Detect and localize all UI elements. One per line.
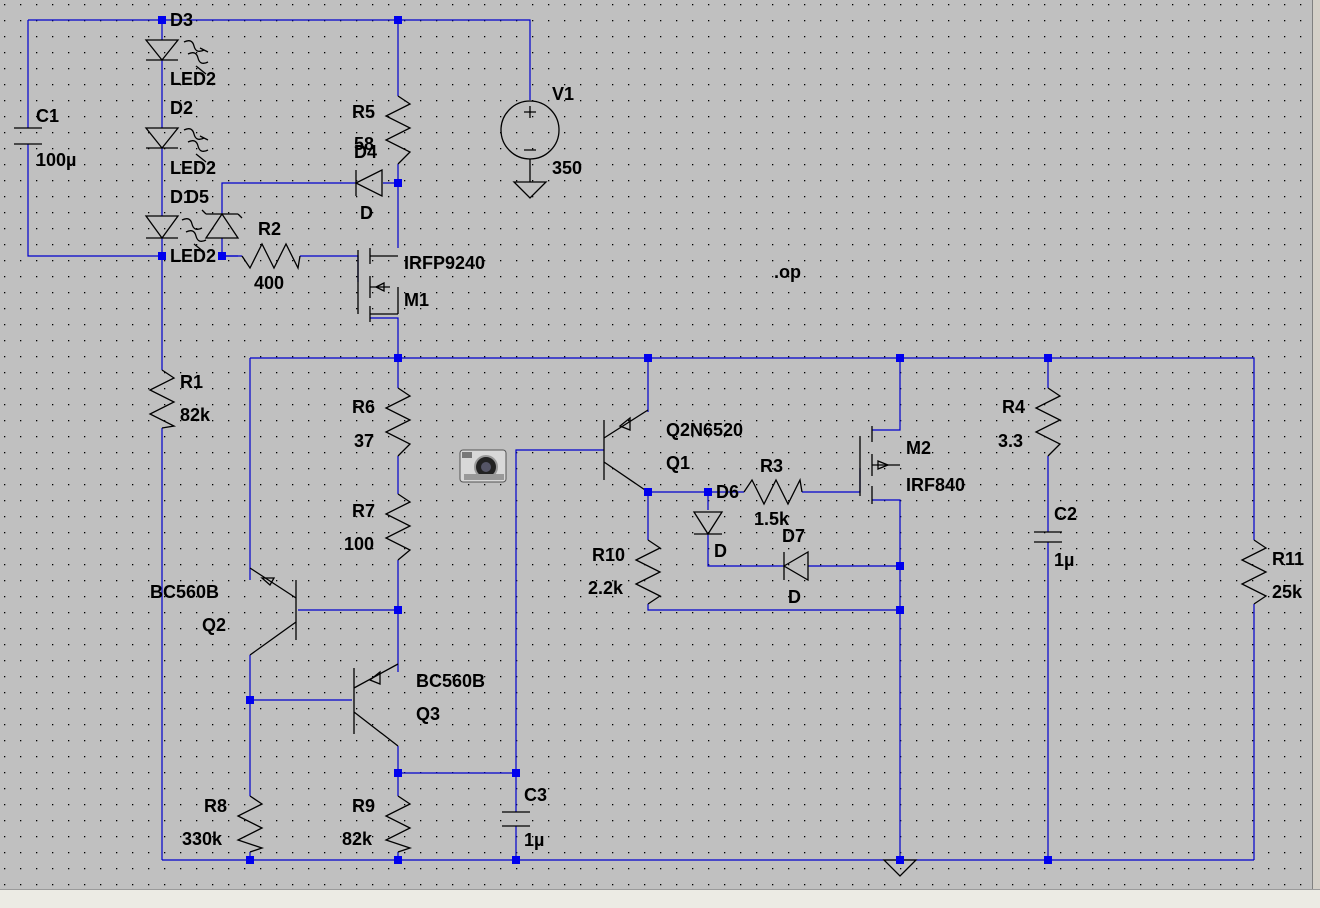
diode-d6[interactable] [692,511,724,536]
label-r6-ref: R6 [352,397,375,417]
resistor-r3[interactable] [743,477,803,506]
led-d2[interactable] [144,127,209,163]
label-r1-value: 82k [180,405,211,425]
label-directive-op: .op [774,262,801,282]
label-m2-ref: M2 [906,438,931,458]
label-c2-value: 1µ [1054,550,1074,570]
label-r4-value: 3.3 [998,431,1023,451]
diode-d4[interactable] [354,168,383,198]
zener-d5[interactable] [201,209,243,239]
resistor-r5[interactable] [384,95,412,165]
capacitor-c1[interactable] [14,127,42,145]
label-d2-ref: D2 [170,98,193,118]
camera-icon[interactable] [459,449,507,483]
window-right-edge [1312,0,1320,889]
label-d1-ref: D1 [170,187,193,207]
resistor-r10[interactable] [634,539,662,605]
label-v1-value: 350 [552,158,582,178]
label-q3-value: BC560B [416,671,485,691]
pnp-q1[interactable] [603,409,649,493]
label-d6-value: D [714,541,727,561]
pnp-q2[interactable] [249,567,297,656]
label-d7-ref: D7 [782,526,805,546]
labels: D3 LED2 D2 LED2 D1 D5 LED2 C1 100µ R5 58… [36,10,1304,850]
label-d6-ref: D6 [716,482,739,502]
label-d4-ref: D4 [354,142,377,162]
capacitor-c3[interactable] [502,811,530,827]
label-r8-value: 330k [182,829,223,849]
resistor-r4[interactable] [1034,387,1062,457]
resistor-r9[interactable] [384,795,413,853]
voltage-source-v1[interactable] [500,100,560,199]
diode-d7[interactable] [782,550,809,582]
resistor-r8[interactable] [236,795,265,853]
label-r7-ref: R7 [352,501,375,521]
label-m1-ref: M1 [404,290,429,310]
label-c1-value: 100µ [36,150,76,170]
label-r5-value: 58 [354,134,374,154]
label-q1-ref: Q1 [666,453,690,473]
label-r3-ref: R3 [760,456,783,476]
label-d3-ref: D3 [170,10,193,30]
label-r9-ref: R9 [352,796,375,816]
label-r3-value: 1.5k [754,509,790,529]
label-q1-value: Q2N6520 [666,420,743,440]
label-d7-value: D [788,587,801,607]
resistor-r7[interactable] [384,493,412,561]
label-d1-value: LED2 [170,246,216,266]
label-r9-value: 82k [342,829,373,849]
label-d4-value: D [360,203,373,223]
label-c2-ref: C2 [1054,504,1077,524]
label-m1-value: IRFP9240 [404,253,485,273]
label-r1-ref: R1 [180,372,203,392]
label-r10-ref: R10 [592,545,625,565]
label-c3-value: 1µ [524,830,544,850]
label-v1-ref: V1 [552,84,574,104]
pmos-m1[interactable] [357,248,399,322]
label-d3-value: LED2 [170,69,216,89]
label-d2-value: LED2 [170,158,216,178]
label-r6-value: 37 [354,431,374,451]
resistor-r2[interactable] [241,242,301,271]
resistor-r1[interactable] [148,369,177,429]
resistor-r11[interactable] [1240,539,1268,605]
label-r2-ref: R2 [258,219,281,239]
label-c3-ref: C3 [524,785,547,805]
label-r4-ref: R4 [1002,397,1025,417]
nmos-m2[interactable] [859,426,900,504]
label-r2-value: 400 [254,273,284,293]
label-r11-ref: R11 [1272,549,1304,569]
label-r7-value: 100 [344,534,374,554]
label-r8-ref: R8 [204,796,227,816]
label-c1-ref: C1 [36,106,59,126]
label-q3-ref: Q3 [416,704,440,724]
pnp-q3[interactable] [353,663,399,747]
led-d3[interactable] [144,39,209,75]
label-q2-ref: Q2 [202,615,226,635]
led-d1[interactable] [144,215,207,253]
label-q2-value: BC560B [150,582,219,602]
junctions [158,16,1052,864]
resistor-r6[interactable] [384,387,412,457]
label-m2-value: IRF840 [906,475,965,495]
label-r5-ref: R5 [352,102,375,122]
label-r11-value: 25k [1272,582,1303,602]
label-d5-ref: D5 [186,187,209,207]
status-bar [0,889,1320,908]
label-r10-value: 2.2k [588,578,624,598]
capacitor-c2[interactable] [1034,531,1062,543]
